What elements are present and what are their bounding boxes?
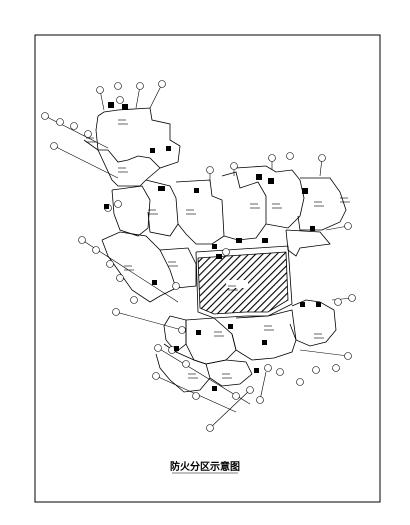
zone-labels (86, 119, 350, 379)
core-label-box (226, 280, 248, 288)
floor-plan-outline (83, 107, 347, 393)
stair-symbols (104, 102, 321, 391)
drawing-title: 防火分区示意图 (170, 460, 240, 473)
axis-bubbles (41, 80, 356, 432)
drawing-frame (34, 34, 381, 503)
